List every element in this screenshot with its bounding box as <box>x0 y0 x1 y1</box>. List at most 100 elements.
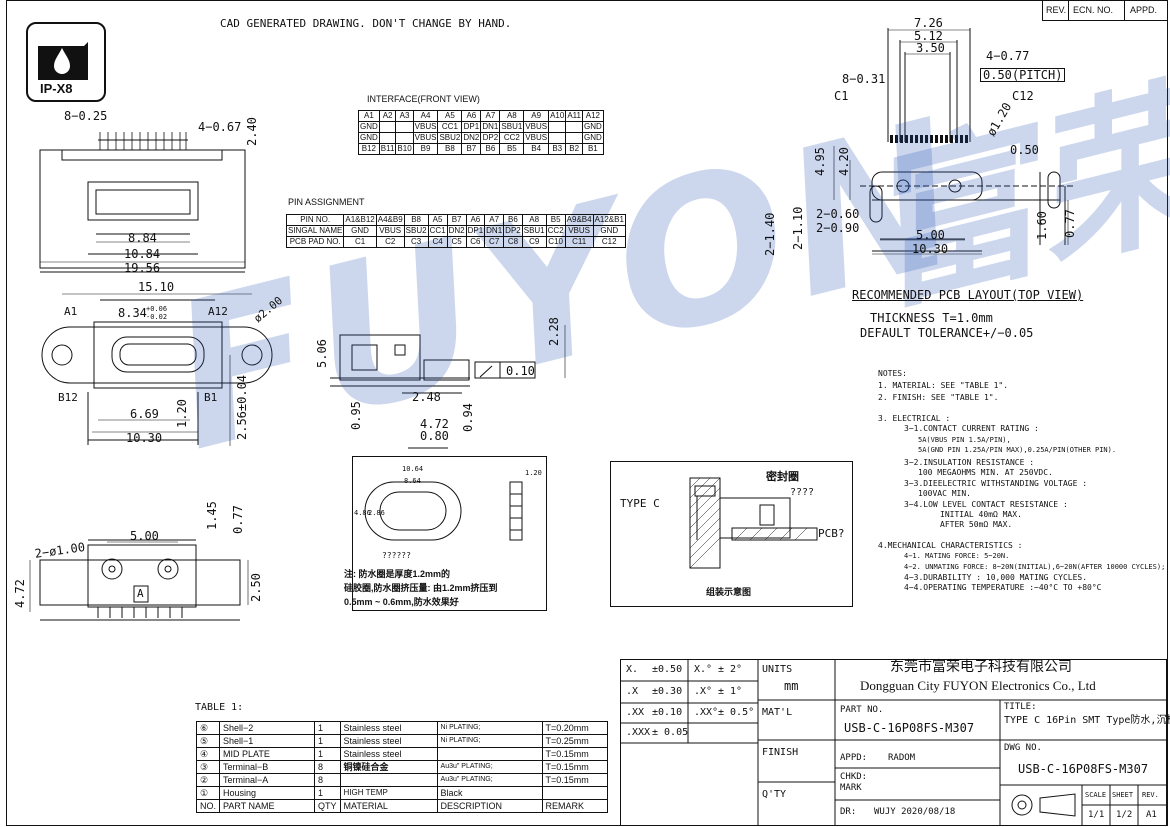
dim-834-tol-up: +0.06 <box>146 305 168 313</box>
qty-label: Q'TY <box>762 789 787 800</box>
dim-1084: 10.84 <box>124 247 161 261</box>
label-a12: A12 <box>208 305 228 318</box>
assembly-seal: 密封圈 <box>766 471 799 483</box>
pcb-tolerance: DEFAULT TOLERANCE+/−0.05 <box>860 326 1034 340</box>
company-name-cn: 东莞市富荣电子科技有限公司 <box>890 660 1072 675</box>
label-b12: B12 <box>58 391 78 404</box>
dim-1510: 15.10 <box>138 280 175 294</box>
label-a: A <box>137 587 144 600</box>
label-c1: C1 <box>834 89 849 103</box>
dim-pitch: 0.50(PITCH) <box>980 68 1066 82</box>
dim-834: 8.34 <box>118 306 147 320</box>
dim-r2-110: 2−1.10 <box>791 206 805 250</box>
gasket-h2: 2.86 <box>368 509 385 517</box>
company-name-en: Dongguan City FUYON Electronics Co., Ltd <box>860 678 1096 693</box>
dim-r8-031: 8−0.31 <box>842 72 886 86</box>
rev-col-ecn: ECN. NO. <box>1073 5 1114 15</box>
dim-r495: 4.95 <box>813 147 827 176</box>
scale-value: 1/1 <box>1088 810 1105 820</box>
dim-472a: 4.72 <box>420 417 449 431</box>
dim-506: 5.06 <box>315 339 329 368</box>
dwg-no-value: USB-C-16P08FS-M307 <box>1018 762 1149 776</box>
dim-095: 0.95 <box>349 401 363 430</box>
scale-label: SCALE <box>1085 791 1107 799</box>
ip-rating-text: IP-X8 <box>40 81 73 96</box>
rev-col-rev: REV. <box>1046 5 1067 15</box>
pcb-thickness: THICKNESS T=1.0mm <box>870 311 993 325</box>
dim-flatness: 0.10 <box>506 364 535 378</box>
units-label: UNITS <box>762 664 793 675</box>
chkd-label: CHKD: <box>840 772 868 782</box>
dim-500: 5.00 <box>130 529 159 543</box>
rev-col-appd: APPD. <box>1130 5 1158 15</box>
part-no-value: USB-C-16P08FS-M307 <box>844 721 975 735</box>
dim-080: 0.80 <box>420 429 449 443</box>
dim-r2-060: 2−0.60 <box>816 207 860 221</box>
dim-r726: 7.26 <box>914 16 943 30</box>
gasket-caption: ?????? <box>382 551 411 560</box>
dim-r500: 5.00 <box>916 228 945 242</box>
dim-8-025: 8−0.25 <box>64 109 108 123</box>
dim-240: 2.40 <box>245 117 259 146</box>
dim-1956: 19.56 <box>124 261 161 275</box>
gasket-note-2: 硅胶圈,防水圈挤压量: 由1.2mm挤压到 <box>344 583 498 593</box>
ip-rating-logo: IP-X8 <box>26 22 106 102</box>
gasket-w1: 10.64 <box>402 465 424 473</box>
gasket-note-3: 0.5mm ~ 0.6mm,防水效果好 <box>344 597 459 607</box>
table1-title: TABLE 1: <box>195 702 244 713</box>
appd-value: RADOM <box>888 753 916 763</box>
label-c12: C12 <box>1012 89 1034 103</box>
assembly-pcb: PCB? <box>818 527 845 540</box>
dim-r1030: 10.30 <box>912 242 949 256</box>
label-b1: B1 <box>204 391 218 404</box>
assembly-q1: ???? <box>790 487 815 498</box>
interface-title: INTERFACE(FRONT VIEW) <box>367 94 480 104</box>
sheet-label: SHEET <box>1112 791 1134 799</box>
dwg-no-label: DWG NO. <box>1004 743 1042 753</box>
dim-256: 2.56±0.04 <box>235 374 249 440</box>
dim-1030: 10.30 <box>126 431 163 445</box>
rev-value: A1 <box>1146 810 1157 820</box>
dim-228: 2.28 <box>547 317 561 346</box>
dim-r420: 4.20 <box>837 147 851 176</box>
dim-r350: 3.50 <box>916 41 945 55</box>
dim-094: 0.94 <box>461 403 475 432</box>
dim-145: 1.45 <box>205 501 219 530</box>
dr-value: WUJY 2020/08/18 <box>874 807 956 817</box>
dim-r2-090: 2−0.90 <box>816 221 860 235</box>
dim-4-067: 4−0.67 <box>198 120 242 134</box>
finish-label: FINISH <box>762 747 799 758</box>
appd-label: APPD: <box>840 753 868 763</box>
gasket-note-1: 注: 防水圈是厚度1.2mm的 <box>344 569 451 579</box>
assembly-type-c: TYPE C <box>620 497 660 510</box>
mark-label: MARK <box>840 783 862 793</box>
cad-note: CAD GENERATED DRAWING. DON'T CHANGE BY H… <box>220 17 512 30</box>
dim-r4-077: 4−0.77 <box>986 49 1030 63</box>
rev-label: REV. <box>1142 791 1159 799</box>
dim-r512: 5.12 <box>914 29 943 43</box>
title-value: TYPE C 16Pin SMT Type防水,沉板 <box>1004 715 1170 726</box>
assembly-caption: 组装示意图 <box>706 587 752 597</box>
part-no-label: PART NO. <box>840 705 884 715</box>
dr-label: DR: <box>840 807 857 817</box>
dim-r2-140: 2−1.40 <box>763 212 777 256</box>
dim-669: 6.69 <box>130 407 159 421</box>
pin-assignment-title: PIN ASSIGNMENT <box>288 197 365 207</box>
gasket-w2: 8.64 <box>404 477 421 485</box>
dim-r160: 1.60 <box>1035 211 1049 240</box>
units-value: mm <box>784 679 799 693</box>
label-a1: A1 <box>64 305 78 318</box>
sheet-value: 1/2 <box>1116 810 1133 820</box>
dim-077: 0.77 <box>231 505 245 534</box>
dim-120: 1.20 <box>175 399 189 428</box>
